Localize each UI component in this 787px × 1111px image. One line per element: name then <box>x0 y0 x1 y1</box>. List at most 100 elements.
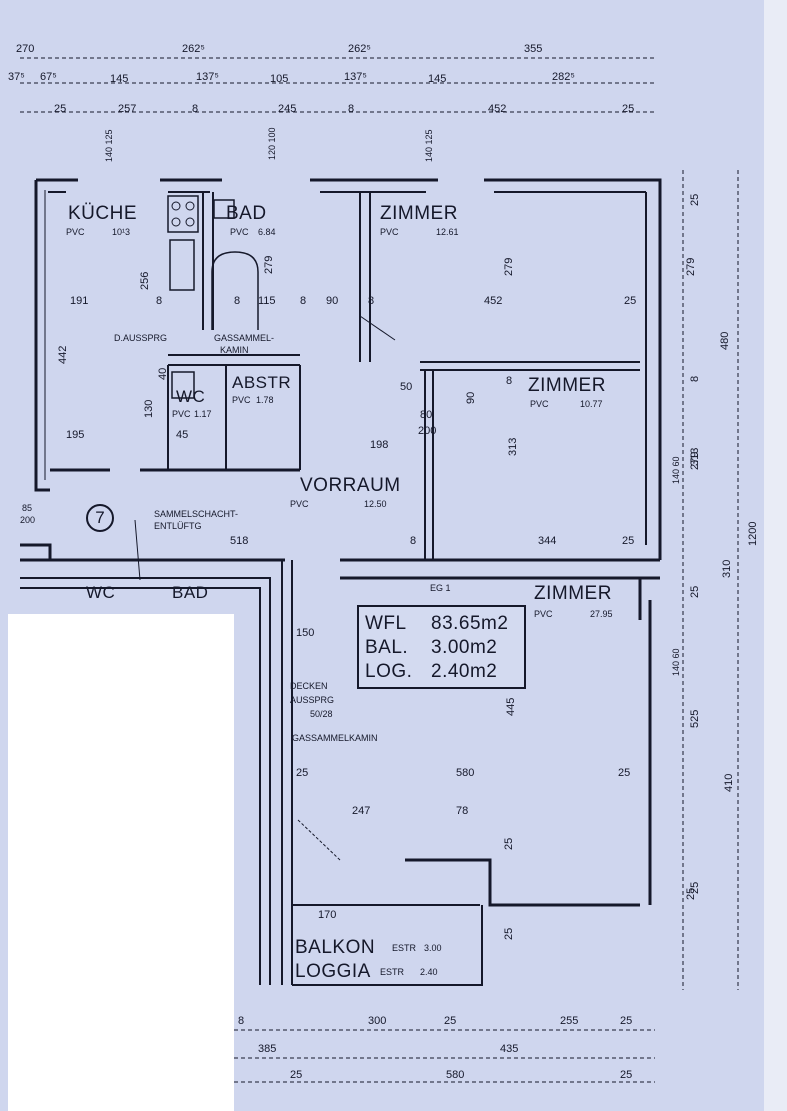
sink-fixture <box>169 239 195 291</box>
room-area: 27.95 <box>590 609 613 619</box>
dim-inner: 25 <box>624 295 637 307</box>
dim-right: 313 <box>689 447 701 466</box>
dim-top: 25 <box>622 103 635 115</box>
dim-bottom: 25 <box>620 1015 633 1027</box>
dim-inner: 279 <box>263 255 275 274</box>
dim-inner: 256 <box>139 271 151 290</box>
annotation-aussprg: D.AUSSPRG <box>114 333 168 343</box>
dim-right: 25 <box>689 193 701 206</box>
dim-inner: 45 <box>176 429 189 441</box>
dim-inner: 25 <box>296 767 309 779</box>
annotation-kamin: KAMIN <box>220 345 249 355</box>
toilet-fixture <box>171 371 195 399</box>
dim-right: 140 60 <box>671 456 681 484</box>
annotation-gassammelkamin: GASSAMMELKAMIN <box>292 733 378 743</box>
dim-bottom: 25 <box>290 1069 303 1081</box>
bathtub-fixture <box>211 251 259 330</box>
room-floor: PVC <box>172 409 191 419</box>
dim-top: 245 <box>278 103 297 115</box>
dim-right: 310 <box>721 559 733 578</box>
dim-inner: 518 <box>230 535 249 547</box>
dim-inner: 25 <box>622 535 635 547</box>
dim-inner: 198 <box>370 439 389 451</box>
dim-bottom: 25 <box>620 1069 633 1081</box>
dim-bottom: 580 <box>446 1069 465 1081</box>
dim-right: 25 <box>689 585 701 598</box>
dim-bottom: 25 <box>444 1015 457 1027</box>
burner-icon <box>171 201 181 211</box>
dim-inner: 85 <box>22 503 33 513</box>
dim-inner: 247 <box>352 805 371 817</box>
wall-wc-abstr <box>167 354 301 470</box>
dim-inner: 313 <box>507 437 519 456</box>
unit-number-badge: 7 <box>86 504 114 532</box>
wall-living-left <box>281 560 293 985</box>
dim-inner: 344 <box>538 535 557 547</box>
wall-zimmer-zimmer <box>420 361 640 371</box>
dim-inner: 90 <box>465 391 477 404</box>
room-label-zimmer-3: ZIMMER <box>534 583 612 604</box>
stove-fixture <box>167 195 199 233</box>
annotation-aussprg-2: AUSSPRG <box>290 695 335 705</box>
dim-top: 257 <box>118 103 137 115</box>
dim-inner: 25 <box>503 927 515 940</box>
dim-top: 67⁵ <box>40 71 57 83</box>
room-floor: ESTR <box>380 967 405 977</box>
burner-icon <box>185 217 195 227</box>
dim-inner: 445 <box>505 697 517 716</box>
dim-inner: 452 <box>484 295 503 307</box>
dim-top: 37⁵ <box>8 71 25 83</box>
annotation-decken: DECKEN <box>290 681 328 691</box>
dim-inner: 200 <box>418 425 437 437</box>
annotation-eg: EG 1 <box>430 583 451 593</box>
dim-top: 282⁵ <box>552 71 575 83</box>
dim-right: 1200 <box>747 521 759 546</box>
room-label-zimmer-1: ZIMMER <box>380 203 458 224</box>
dim-inner: 8 <box>410 535 417 547</box>
room-label-bad-lower: BAD <box>172 583 209 602</box>
room-area: 6.84 <box>258 227 276 237</box>
dim-top: 105 <box>270 73 289 85</box>
room-floor: ESTR <box>392 943 417 953</box>
dim-inner: 442 <box>57 345 69 364</box>
room-label-kueche: KÜCHE <box>68 203 138 224</box>
dim-top: 137⁵ <box>344 71 367 83</box>
dim-top: 145 <box>428 73 447 85</box>
burner-icon <box>171 217 181 227</box>
dim-right: 480 <box>719 331 731 350</box>
dim-inner: 580 <box>456 767 475 779</box>
area-label-wfl: WFL <box>365 613 407 634</box>
room-label-wc: WC <box>176 387 206 406</box>
dim-inner: 191 <box>70 295 89 307</box>
room-label-abstr: ABSTR <box>232 373 292 392</box>
area-label-bal: BAL. <box>365 637 409 658</box>
dim-bottom: 255 <box>560 1015 579 1027</box>
dim-right: 140 60 <box>671 648 681 676</box>
diagonal-leader <box>134 519 141 581</box>
dim-inner: 8 <box>368 295 375 307</box>
dim-inner: 195 <box>66 429 85 441</box>
dim-right: 25 <box>689 881 701 894</box>
dim-top: 25 <box>54 103 67 115</box>
dim-bottom: 8 <box>238 1015 245 1027</box>
burner-icon <box>185 201 195 211</box>
room-label-zimmer-2: ZIMMER <box>528 375 606 396</box>
dim-inner: 8 <box>300 295 307 307</box>
room-floor: PVC <box>232 395 251 405</box>
dim-inner: 80 <box>420 409 433 421</box>
room-area: 10.77 <box>580 399 603 409</box>
wall-outer-top <box>36 178 662 560</box>
area-value-log: 2.40m2 <box>431 661 498 682</box>
scan-edge <box>764 0 787 1111</box>
wall-lower-units <box>20 577 271 985</box>
door-swing <box>297 819 341 861</box>
wall-living-right <box>405 578 652 907</box>
dim-inner: 90 <box>326 295 339 307</box>
room-floor: PVC <box>380 227 399 237</box>
dim-inner: 25 <box>618 767 631 779</box>
dim-inner: 25 <box>503 837 515 850</box>
dim-top: 8 <box>348 103 355 115</box>
area-summary-box: WFL 83.65m2 BAL. 3.00m2 LOG. 2.40m2 <box>357 605 526 689</box>
annotation-deckmass: 50/28 <box>310 709 333 719</box>
